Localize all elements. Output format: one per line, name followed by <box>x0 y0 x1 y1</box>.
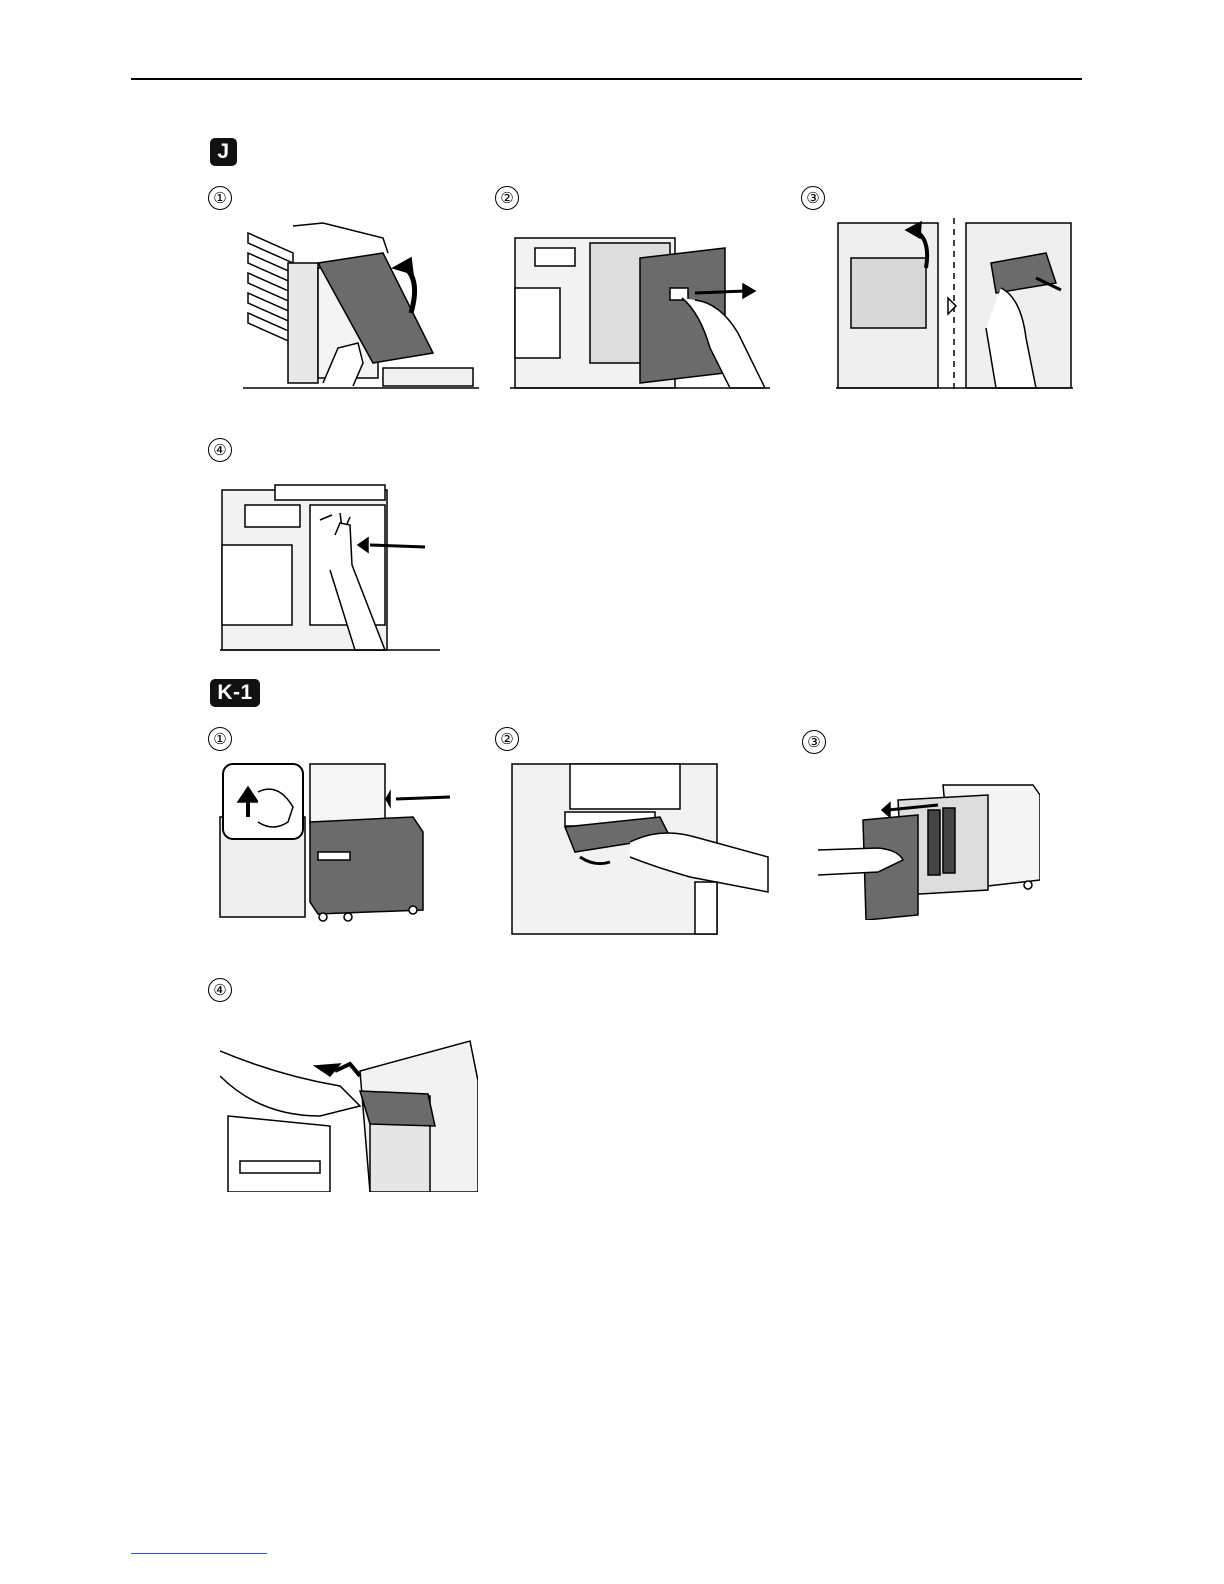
lcf-inner-paper-removal-illustration <box>220 1036 478 1192</box>
header-rule <box>131 78 1082 80</box>
step-number: ③ <box>801 186 825 210</box>
step-number: ② <box>495 186 519 210</box>
step-number: ④ <box>208 978 232 1002</box>
step-number: ② <box>495 727 519 751</box>
lcf-release-illustration <box>218 762 454 924</box>
step-number: ① <box>208 186 232 210</box>
finisher-cover-open-illustration <box>243 218 479 391</box>
lcf-drawer-pull-illustration <box>818 780 1040 920</box>
step-number: ③ <box>802 730 826 754</box>
side-cover-close-illustration <box>220 475 440 652</box>
section-badge-j: J <box>210 138 237 166</box>
step-number: ① <box>208 727 232 751</box>
footer-link-rule <box>131 1553 267 1554</box>
paper-removal-feed-illustration <box>510 762 770 935</box>
section-badge-k1: K-1 <box>210 679 260 707</box>
side-cover-open-illustration <box>510 218 770 391</box>
fuser-paper-removal-illustration <box>836 218 1073 391</box>
step-number: ④ <box>208 438 232 462</box>
